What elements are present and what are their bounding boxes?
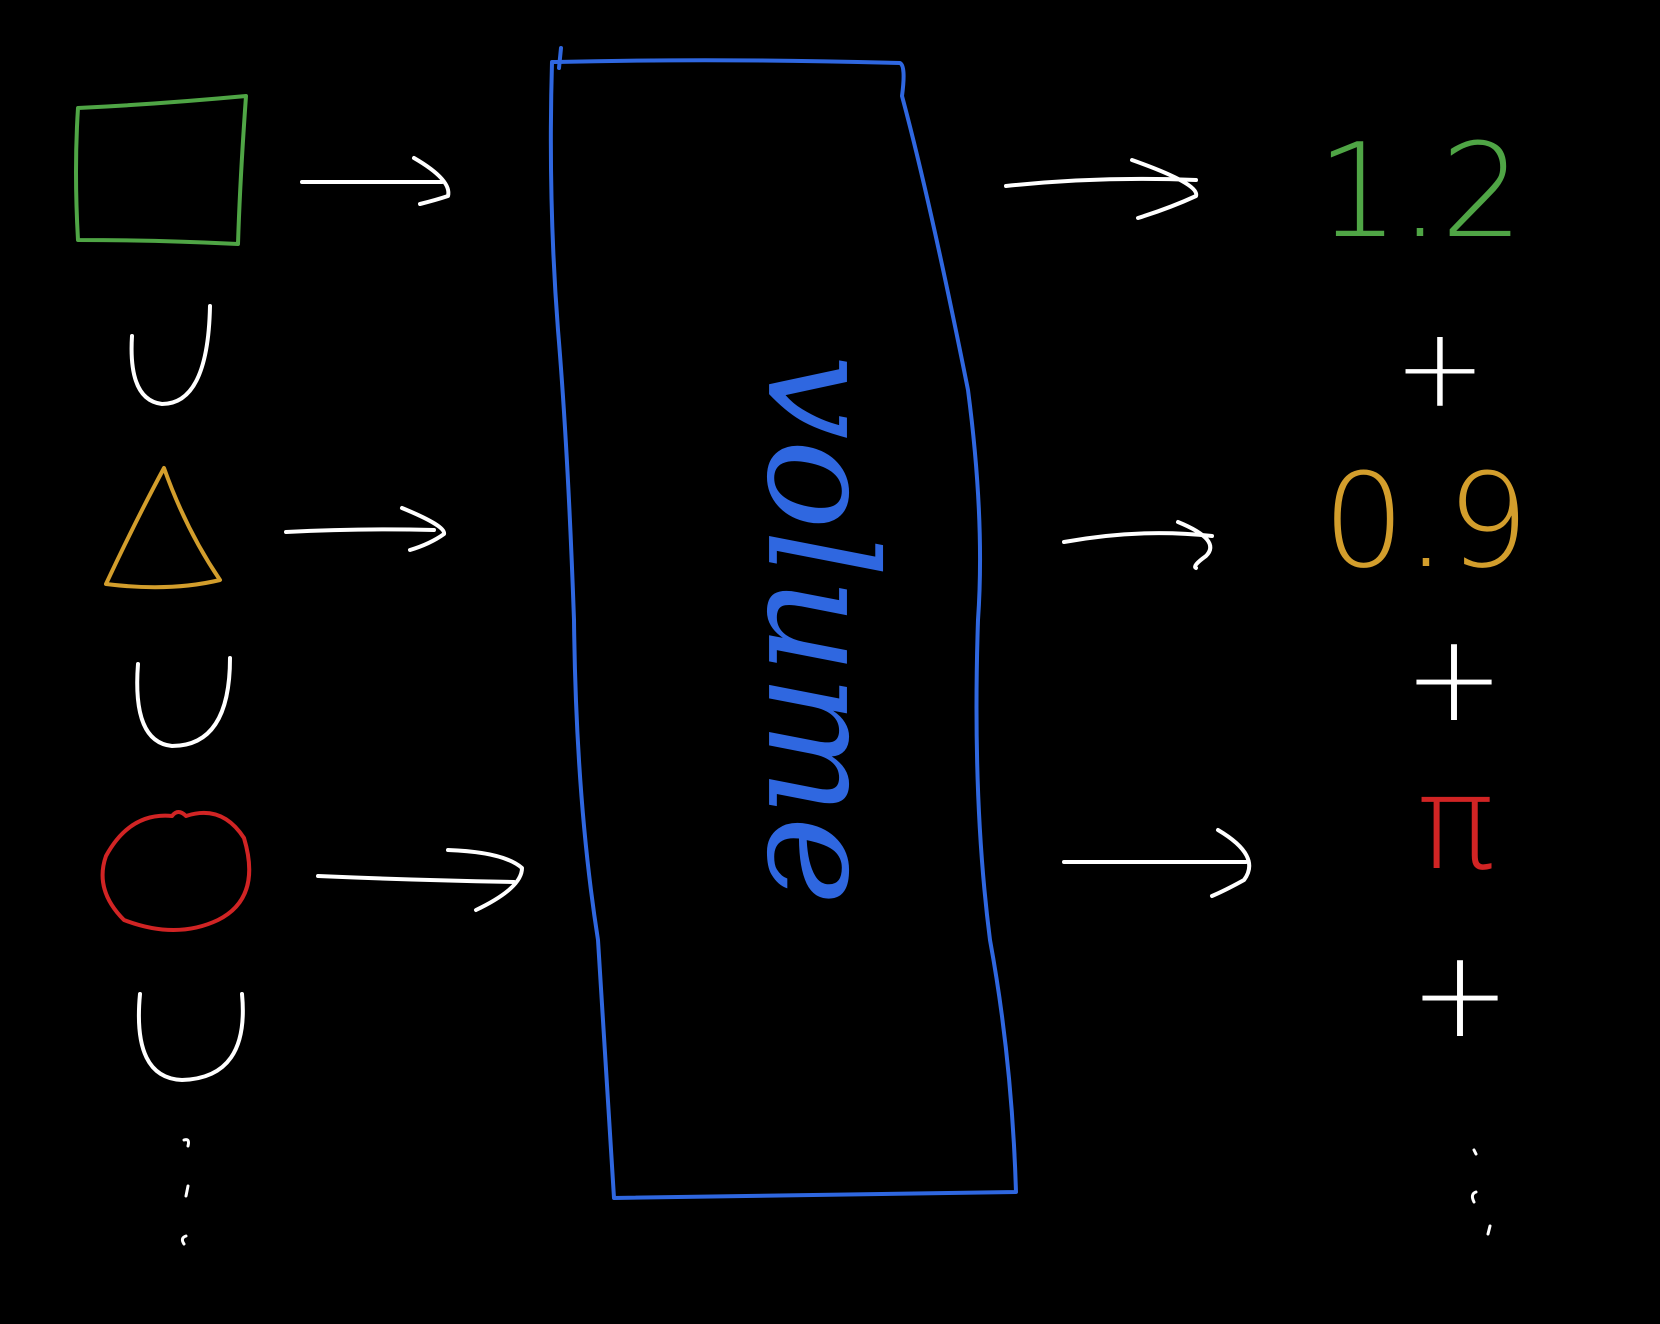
value-red: π	[1417, 747, 1495, 899]
union-icon	[135, 656, 232, 748]
union-icon	[136, 992, 245, 1082]
plus-sign: +	[1404, 610, 1505, 749]
input-arrow-2	[284, 506, 446, 552]
input-arrow-1	[300, 156, 451, 206]
triangle-shape-icon	[104, 466, 222, 590]
volume-label: volume	[733, 355, 907, 906]
output-arrow-3	[1062, 828, 1252, 898]
output-arrow-2	[1062, 520, 1214, 570]
plus-sign: +	[1394, 304, 1486, 432]
square-shape-icon	[74, 94, 248, 246]
union-icon	[129, 304, 212, 406]
output-arrow-1	[1004, 158, 1199, 220]
vertical-ellipsis-icon	[1470, 1148, 1492, 1236]
plus-sign: +	[1410, 926, 1511, 1065]
volume-box	[548, 58, 1018, 1200]
value-green: 1.2	[1317, 115, 1524, 267]
value-yellow: 0.9	[1323, 445, 1530, 597]
circle-shape-icon	[100, 810, 252, 932]
vertical-ellipsis-icon	[180, 1138, 190, 1246]
input-arrow-3	[316, 848, 524, 912]
volume-box-tick	[557, 46, 563, 70]
